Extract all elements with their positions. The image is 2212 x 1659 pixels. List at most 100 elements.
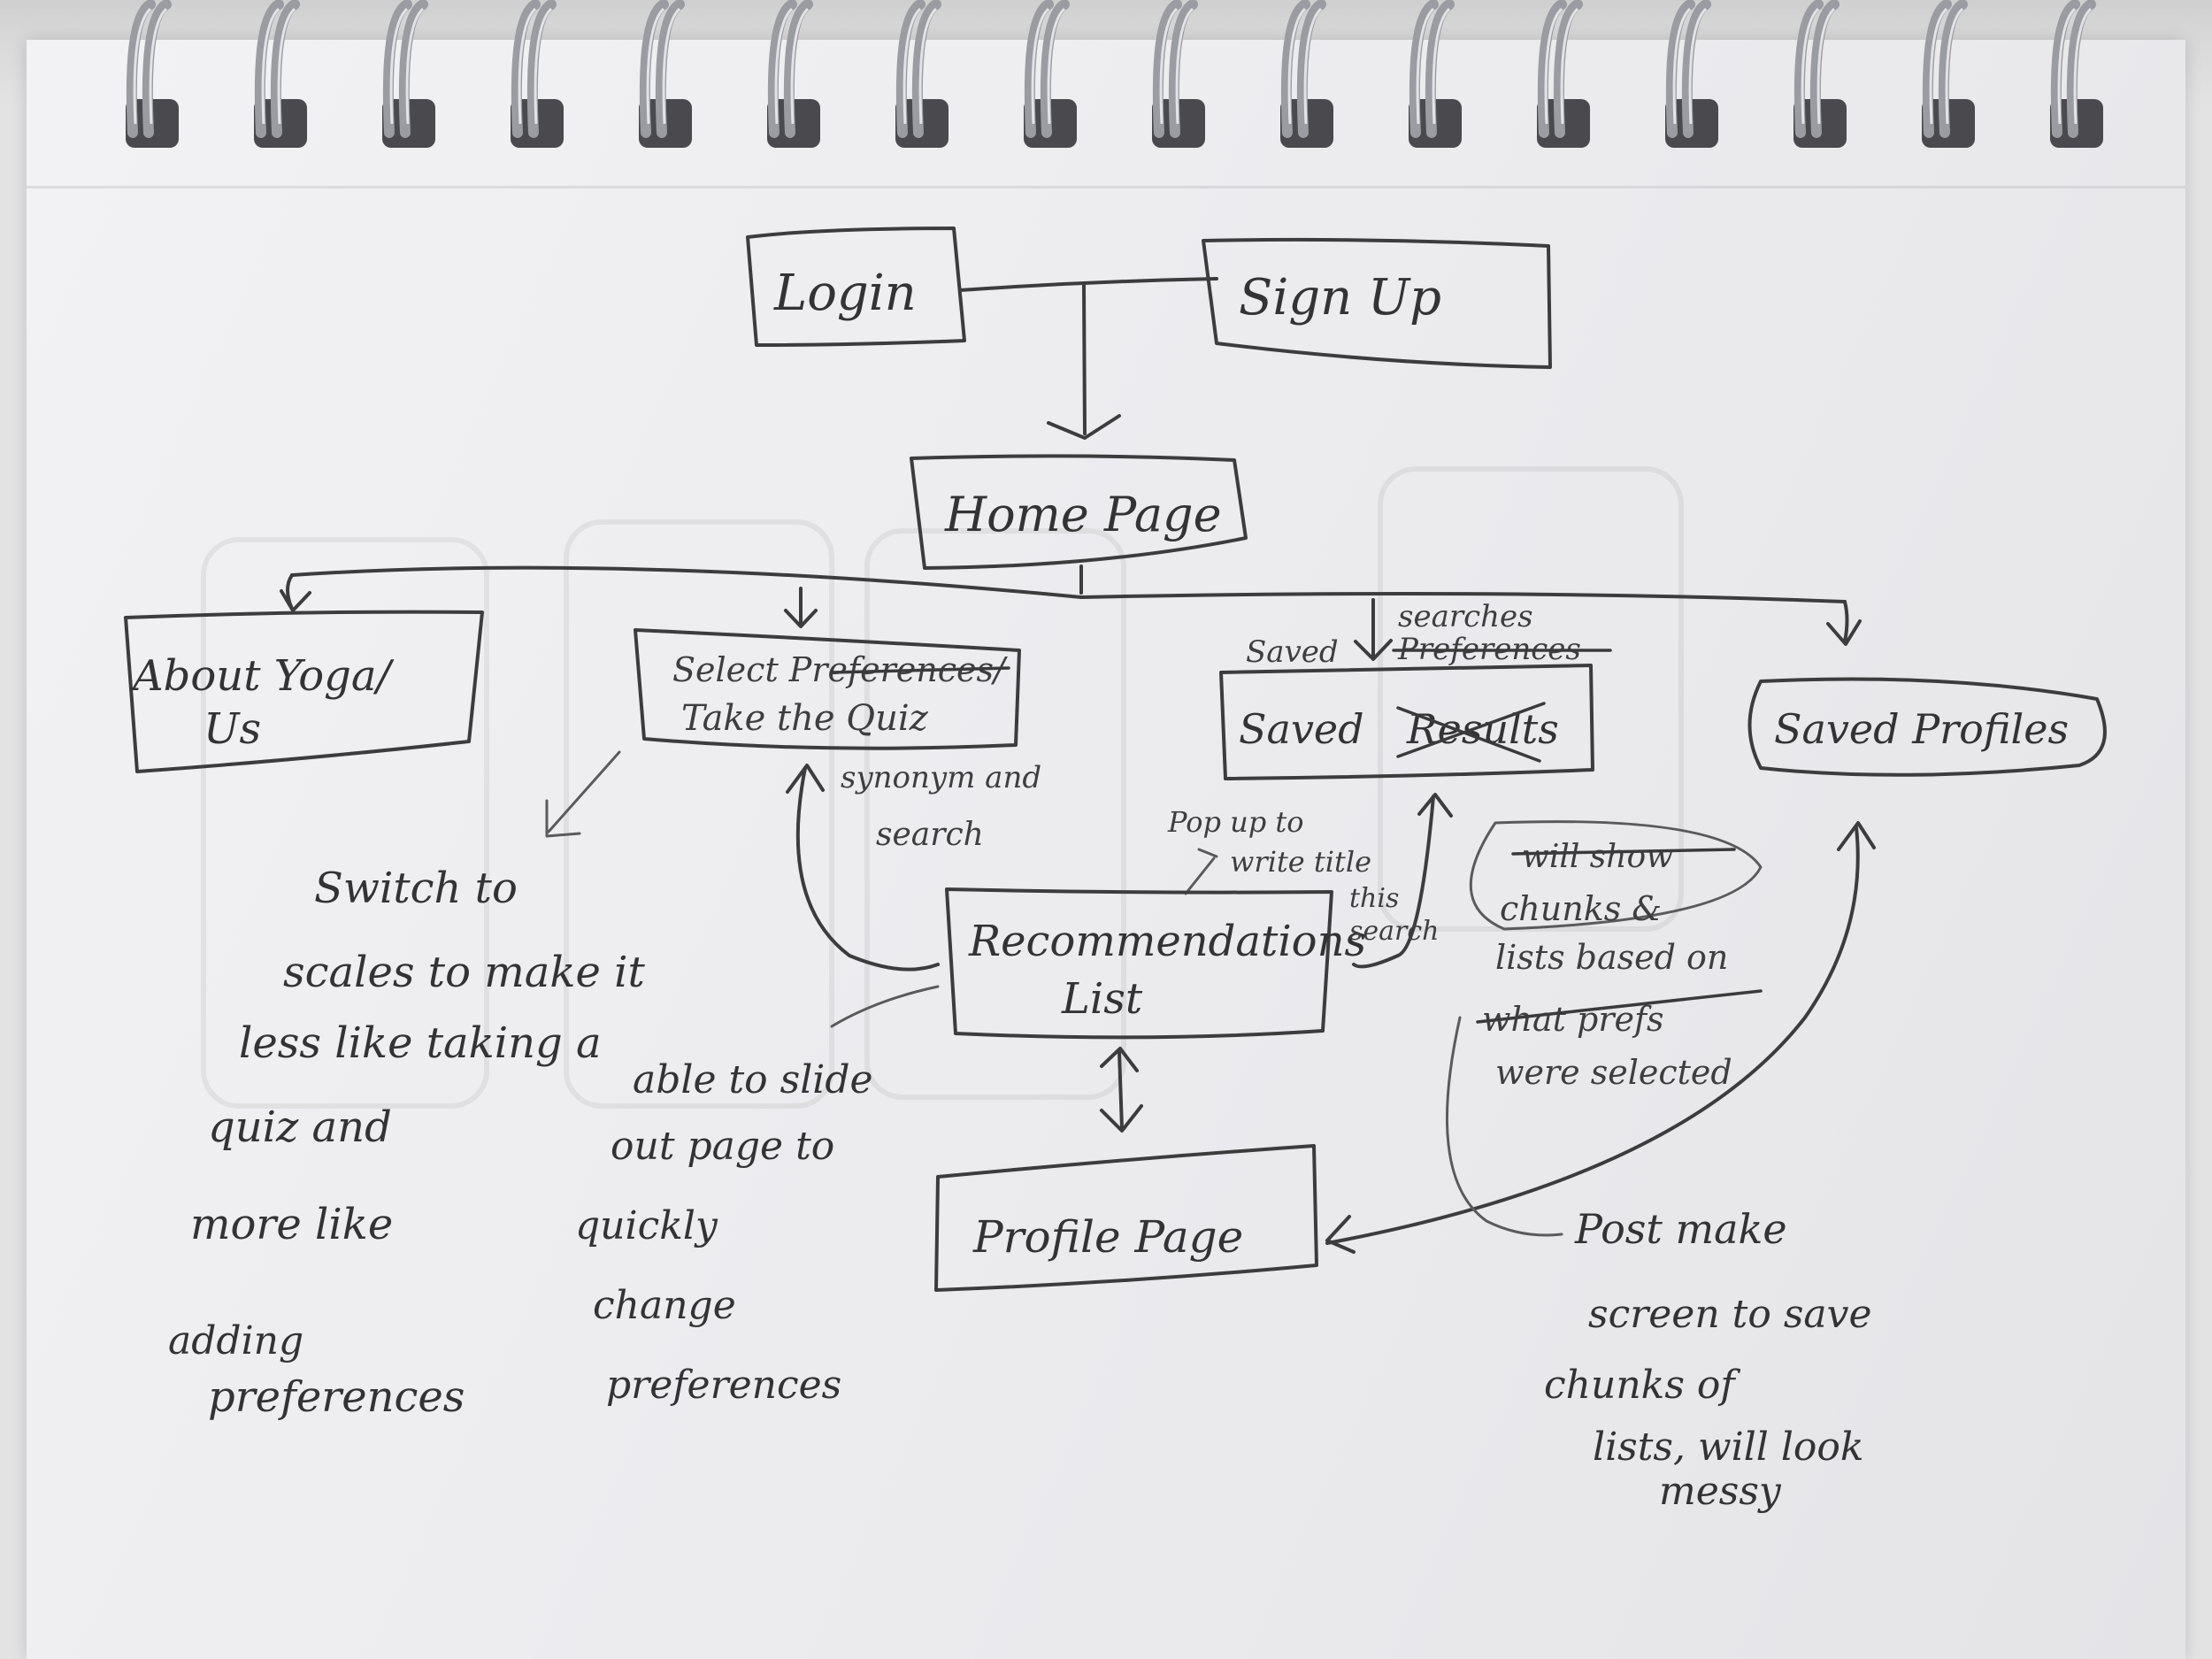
switch-note-2: scales to make it bbox=[283, 948, 645, 997]
spiral-ring bbox=[1665, 0, 1718, 148]
switch-note-7: preferences bbox=[208, 1372, 465, 1422]
slide-note-1: able to slide bbox=[633, 1057, 873, 1102]
recommendations-label-2: List bbox=[1061, 974, 1143, 1024]
saved-profiles-box bbox=[1747, 677, 2107, 777]
switch-note-1: Switch to bbox=[314, 864, 518, 913]
spiral-ring bbox=[1152, 0, 1205, 148]
profile-page-label: Profile Page bbox=[972, 1211, 1243, 1263]
sketch-paper bbox=[27, 40, 2185, 1659]
post-note-2: screen to save bbox=[1588, 1292, 1872, 1337]
recs-note-pointer bbox=[830, 985, 940, 1028]
what-prefs-strike bbox=[1476, 989, 1763, 1024]
login-label: Login bbox=[773, 265, 917, 322]
select-recs-arrowhead bbox=[786, 764, 825, 794]
about-label-2: Us bbox=[204, 704, 261, 754]
switch-note-5: more like bbox=[190, 1200, 393, 1249]
home-branch-line bbox=[290, 565, 1847, 603]
home-box bbox=[910, 454, 1248, 570]
post-note-1: Post make bbox=[1574, 1205, 1787, 1253]
about-label-1: About Yoga/ bbox=[129, 651, 396, 701]
spiral-ring bbox=[767, 0, 820, 148]
will-show-line-3: lists based on bbox=[1495, 938, 1728, 977]
to-saved-arrow bbox=[1354, 598, 1393, 661]
auth-to-home-arrow bbox=[1082, 283, 1087, 435]
post-note-3: chunks of bbox=[1544, 1363, 1740, 1408]
auth-to-home-arrowhead bbox=[1047, 414, 1121, 440]
login-signup-connector bbox=[958, 277, 1218, 292]
profile-page-box bbox=[934, 1144, 1318, 1292]
spiral-ring bbox=[1537, 0, 1590, 148]
to-profiles-arrow bbox=[1826, 600, 1862, 646]
to-about-arrowhead bbox=[280, 589, 311, 612]
spiral-ring bbox=[382, 0, 435, 148]
spiral-ring bbox=[254, 0, 307, 148]
slide-note-3: quickly bbox=[575, 1203, 718, 1248]
login-box bbox=[746, 227, 966, 347]
node-boxes bbox=[124, 227, 2107, 1292]
recs-saved-loop bbox=[1352, 795, 1435, 969]
spiral-ring bbox=[126, 0, 179, 148]
synonym-line-2: search bbox=[876, 817, 984, 853]
saved-profiles-arrowhead bbox=[1837, 821, 1876, 851]
select-strikethrough bbox=[830, 666, 1010, 674]
signup-box bbox=[1202, 237, 1552, 369]
switch-note-6: adding bbox=[168, 1318, 303, 1363]
slide-note-5: preferences bbox=[606, 1363, 841, 1408]
popup-line-4: search bbox=[1349, 916, 1440, 947]
slide-note-2: out page to bbox=[611, 1124, 834, 1169]
spiral-ring bbox=[1024, 0, 1077, 148]
saved-results-box bbox=[1219, 664, 1594, 780]
to-select-arrow bbox=[784, 587, 818, 628]
popup-line-2: write title bbox=[1230, 845, 1371, 879]
paper-perforation-line bbox=[27, 186, 2185, 188]
profile-arrowhead bbox=[1325, 1215, 1356, 1254]
popup-line-3: this bbox=[1349, 883, 1399, 914]
signup-label: Sign Up bbox=[1239, 269, 1441, 326]
annotation-labels: Saved searches Preferences synonym and s… bbox=[841, 599, 1763, 1092]
saved-results-prefix: Saved bbox=[1239, 705, 1364, 753]
recs-saved-arrowhead bbox=[1417, 793, 1453, 818]
select-box bbox=[634, 628, 1021, 750]
switch-note-3: less like taking a bbox=[239, 1018, 602, 1068]
recommendations-label-1: Recommendations bbox=[968, 917, 1366, 966]
recs-profile-arrow bbox=[1118, 1051, 1124, 1130]
will-show-to-post-pointer bbox=[1445, 1016, 1563, 1237]
about-box bbox=[124, 610, 484, 773]
will-show-strike bbox=[1511, 848, 1736, 856]
popup-pointer bbox=[1184, 848, 1218, 895]
recs-profile-arrowheads bbox=[1100, 1047, 1143, 1133]
profile-to-saved-profiles-curve bbox=[1325, 826, 1860, 1245]
spiral-ring bbox=[1409, 0, 1462, 148]
spiral-ring bbox=[895, 0, 949, 148]
saved-profiles-label: Saved Profiles bbox=[1774, 705, 2069, 753]
spiral-ring bbox=[2050, 0, 2103, 148]
will-show-line-5: were selected bbox=[1495, 1053, 1732, 1092]
will-show-line-2: chunks & bbox=[1500, 889, 1662, 928]
post-note-4: lists, will look bbox=[1593, 1425, 1864, 1470]
side-notes: Switch to scales to make it less like ta… bbox=[168, 864, 1872, 1514]
spiral-binding bbox=[126, 0, 2103, 148]
home-label: Home Page bbox=[944, 487, 1222, 542]
saved-searches-left: Saved bbox=[1246, 634, 1339, 670]
will-show-line-1: will show bbox=[1522, 839, 1673, 875]
synonym-line-1: synonym and bbox=[841, 760, 1041, 795]
spiral-ring bbox=[1922, 0, 1975, 148]
popup-line-1: Pop up to bbox=[1167, 805, 1304, 839]
spiral-ring bbox=[639, 0, 692, 148]
spiral-ring bbox=[1280, 0, 1333, 148]
select-label-2: Take the Quiz bbox=[681, 698, 929, 739]
select-recs-loop bbox=[795, 766, 940, 972]
spiral-ring bbox=[1793, 0, 1847, 148]
saved-searches-top: searches bbox=[1398, 599, 1533, 634]
spiral-ring bbox=[511, 0, 564, 148]
note-pointer-arrow bbox=[545, 750, 621, 838]
switch-note-4: quiz and bbox=[208, 1102, 392, 1152]
saved-results-strikethrough bbox=[1396, 702, 1546, 763]
node-labels: Login Sign Up Home Page About Yoga/ Us S… bbox=[129, 265, 2069, 1263]
connectors bbox=[280, 277, 1876, 1254]
post-note-5: messy bbox=[1659, 1469, 1782, 1514]
recommendations-box bbox=[945, 887, 1333, 1040]
will-show-outline bbox=[1469, 820, 1763, 931]
